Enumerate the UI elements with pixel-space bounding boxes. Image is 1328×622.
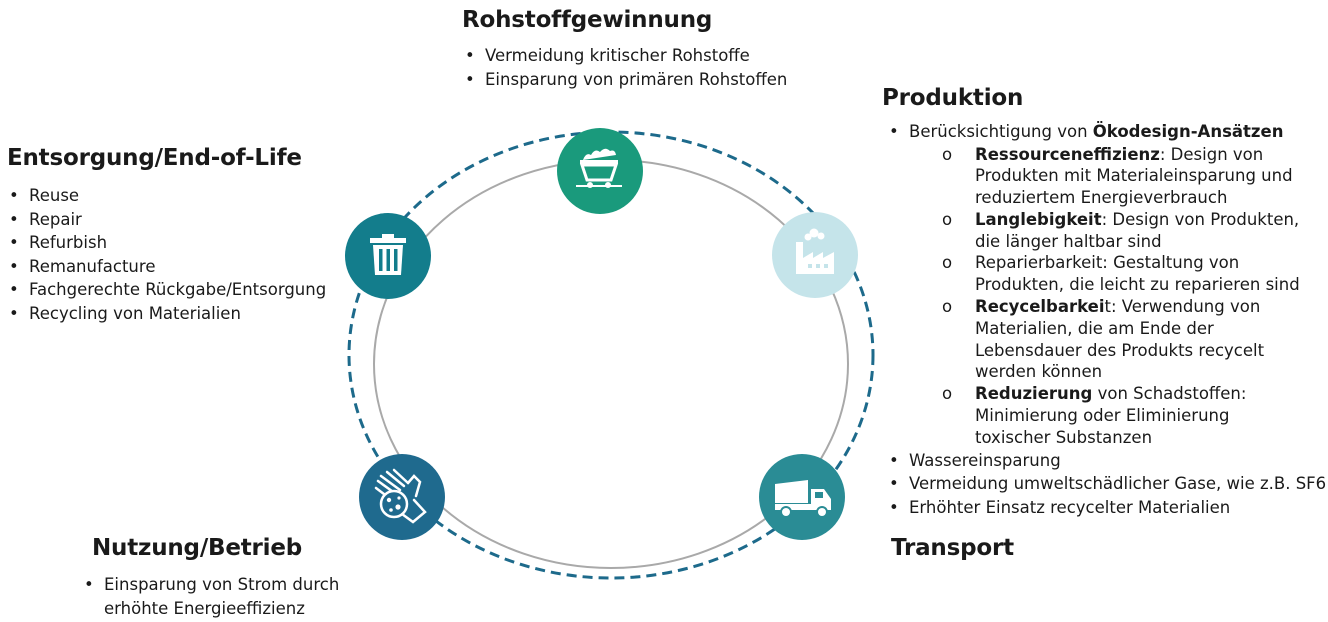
factory-icon [796, 228, 834, 274]
production-list: Berücksichtigung von Ökodesign-Ansätzen … [887, 120, 1326, 519]
transport-title: Transport [891, 535, 1014, 561]
list-item: Einsparung von Strom durch erhöhte Energ… [82, 573, 352, 620]
production-title: Produktion [882, 85, 1024, 111]
list-item: Reuse [7, 184, 326, 208]
raw-material-list: Vermeidung kritischer Rohstoffe Einsparu… [463, 44, 787, 91]
production-circle [772, 212, 858, 298]
sub-item: Recycelbarkeit: Verwendung von Materiali… [909, 296, 1305, 383]
list-item: Repair [7, 208, 326, 232]
sub-item-text: : Design von Produkten mit Materialeinsp… [975, 144, 1293, 208]
list-item: Berücksichtigung von Ökodesign-Ansätzen … [887, 120, 1326, 449]
sub-item-bold: Recycelbarkei [975, 297, 1105, 317]
sub-item-bold: Ressourceneffizienz [975, 144, 1160, 164]
sub-item-bold: Reduzierung [975, 384, 1093, 404]
sub-item-text: t: Verwendung von Materialien, die am En… [975, 297, 1265, 382]
transport-node [759, 454, 845, 540]
sub-item: Reparierbarkeit: Gestaltung von Produkte… [909, 252, 1305, 296]
disposal-list: Reuse Repair Refurbish Remanufacture Fac… [7, 184, 326, 325]
sub-item: Langlebigkeit: Design von Produkten, die… [909, 209, 1305, 253]
dump-truck-icon [775, 480, 831, 518]
list-item: Refurbish [7, 231, 326, 255]
list-item: Recycling von Materialien [7, 302, 326, 326]
sub-item-text: : Design von Produkten, die länger haltb… [975, 209, 1300, 251]
disposal-title: Entsorgung/End-of-Life [7, 145, 302, 171]
sub-item-bold: Langlebigkeit [975, 209, 1102, 229]
list-item: Fachgerechte Rückgabe/Entsorgung [7, 278, 326, 302]
raw-material-circle [557, 128, 643, 214]
sub-item: Reduzierung von Schadstoffen: Minimierun… [909, 383, 1305, 448]
list-item: Erhöhter Einsatz recycelter Materialien [887, 496, 1326, 520]
sub-item: Ressourceneffizienz: Design von Produkte… [909, 144, 1305, 209]
trash-can-icon [370, 234, 406, 275]
list-item: Vermeidung kritischer Rohstoffe [463, 44, 787, 68]
use-node [359, 454, 445, 540]
ecodesign-intro: Berücksichtigung von [909, 122, 1093, 141]
list-item: Remanufacture [7, 255, 326, 279]
sub-item-text: Reparierbarkeit: Gestaltung von Produkte… [975, 253, 1300, 295]
raw-material-node [557, 128, 643, 214]
use-list: Einsparung von Strom durch erhöhte Energ… [82, 573, 352, 620]
ecodesign-sublist: Ressourceneffizienz: Design von Produkte… [909, 144, 1326, 449]
hand-bacteria-icon [374, 468, 427, 524]
sub-item-text: von Schadstoffen: Minimierung oder Elimi… [975, 384, 1247, 447]
list-item: Wassereinsparung [887, 449, 1326, 473]
production-node [772, 212, 858, 298]
disposal-node [345, 213, 431, 299]
ecodesign-intro-bold: Ökodesign-Ansätzen [1092, 122, 1284, 141]
list-item: Vermeidung umweltschädlicher Gase, wie z… [887, 472, 1326, 496]
list-item: Einsparung von primären Rohstoffen [463, 68, 787, 92]
raw-material-title: Rohstoffgewinnung [462, 7, 713, 33]
mine-cart-icon [576, 148, 622, 188]
use-title: Nutzung/Betrieb [92, 535, 303, 561]
